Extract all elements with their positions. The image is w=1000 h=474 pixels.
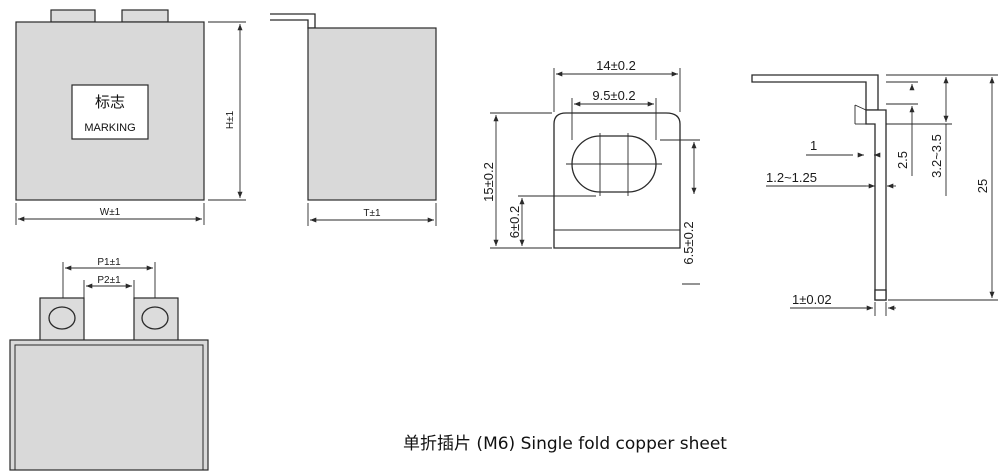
front-terminal-tab-left <box>50 9 96 23</box>
fold-range-label: 3.2~3.5 <box>929 134 944 178</box>
capacitor-body-inner-outline <box>14 344 204 471</box>
side-terminal-fold <box>270 13 316 29</box>
bottom-terminal-left <box>39 297 85 347</box>
height-total-label: 15±0.2 <box>481 162 496 202</box>
pitch1-label: P1±1 <box>97 257 121 268</box>
width-outer-label: 14±0.2 <box>596 58 636 73</box>
side-sheet-vertical <box>865 109 887 301</box>
side-sheet-top-fold <box>751 74 879 111</box>
terminal-hole-left <box>48 306 76 330</box>
capacitor-body-side <box>307 27 437 201</box>
terminal-hole-right <box>141 306 169 330</box>
terminal-front-view: 14±0.2 9.5±0.2 15±0.2 6±0.2 6.5±0.2 <box>481 58 700 285</box>
width-hole-label: 9.5±0.2 <box>592 88 635 103</box>
height-label: H±1 <box>225 110 236 129</box>
figure-caption: 单折插片 (M6) Single fold copper sheet <box>403 434 727 454</box>
marking-label-en: MARKING <box>84 122 135 134</box>
front-view: 标志 MARKING W±1 H±1 <box>15 9 246 225</box>
bottom-view: P1±1 P2±1 <box>9 257 209 471</box>
thickness-label: 1 <box>810 138 817 153</box>
height-hole-label: 6.5±0.2 <box>681 221 696 264</box>
fold-height-label: 2.5 <box>895 151 910 169</box>
side-view: T±1 <box>270 13 437 226</box>
terminal-side-view: 1 1.2~1.25 2.5 3.2~3.5 25 1±0.02 <box>751 74 998 316</box>
total-height-label: 25 <box>975 179 990 193</box>
thickness-label: T±1 <box>363 208 381 219</box>
marking-label-cn: 标志 <box>95 93 125 111</box>
bottom-terminal-right <box>133 297 179 347</box>
gap-label: 1.2~1.25 <box>766 170 817 185</box>
width-label: W±1 <box>100 207 121 218</box>
sheet-thickness-label: 1±0.02 <box>792 292 832 307</box>
height-lower-label: 6±0.2 <box>507 206 522 238</box>
copper-sheet-plate <box>553 112 681 249</box>
capacitor-body-bottom <box>9 339 209 471</box>
front-terminal-tab-right <box>121 9 169 23</box>
pitch2-label: P2±1 <box>97 275 121 286</box>
side-sheet-bottom-tab <box>874 289 887 301</box>
marking-box <box>71 84 149 140</box>
